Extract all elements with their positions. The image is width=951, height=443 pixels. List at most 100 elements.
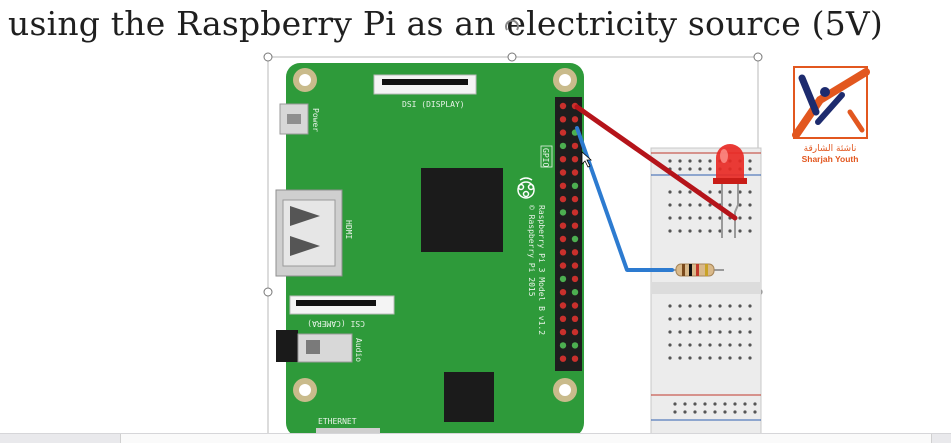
logo-arabic-text: ناشئة الشارقة (804, 144, 857, 154)
breadboard-hole (688, 317, 692, 321)
gpio-pin (571, 289, 579, 296)
breadboard-hole (668, 356, 672, 360)
bottom-scroll-area[interactable] (0, 433, 951, 443)
breadboard-hole (728, 330, 732, 334)
breadboard-hole (748, 356, 752, 360)
breadboard-hole (748, 216, 752, 220)
breadboard-hole (753, 410, 757, 414)
breadboard-hole (738, 203, 742, 207)
gpio-pin (559, 302, 567, 309)
breadboard-hole (743, 402, 747, 406)
resistor[interactable] (664, 263, 724, 277)
breadboard-hole (688, 343, 692, 347)
breadboard-hole (683, 402, 687, 406)
breadboard-hole (728, 190, 732, 194)
breadboard-hole (678, 356, 682, 360)
breadboard-hole (738, 190, 742, 194)
breadboard-hole (673, 402, 677, 406)
breadboard-hole (693, 410, 697, 414)
breadboard-hole (703, 410, 707, 414)
breadboard-hole (713, 410, 717, 414)
gpio-pin (559, 328, 567, 336)
sharjah-youth-logo: ناشئة الشارقة Sharjah Youth (792, 66, 870, 164)
gpio-pin (559, 142, 567, 150)
gpio-pin (571, 342, 579, 349)
breadboard-hole (678, 216, 682, 220)
breadboard-hole (678, 343, 682, 347)
breadboard-hole (753, 402, 757, 406)
ethernet-port (316, 428, 380, 437)
breadboard-hole (698, 159, 702, 163)
breadboard-hole (748, 167, 752, 171)
gpio-pin (559, 235, 567, 243)
csi-label: CSI (CAMERA) (307, 319, 365, 328)
breadboard-hole (723, 410, 727, 414)
breadboard-hole (678, 159, 682, 163)
breadboard-hole (728, 356, 732, 360)
breadboard-hole (668, 229, 672, 233)
breadboard-hole (728, 304, 732, 308)
breadboard-hole (688, 304, 692, 308)
rotate-handle-icon (505, 19, 519, 31)
gpio-pin (571, 275, 579, 283)
gpio-pin (559, 169, 567, 176)
gpio-pin (559, 209, 567, 216)
breadboard-hole (743, 410, 747, 414)
breadboard-hole (723, 402, 727, 406)
breadboard-hole (668, 343, 672, 347)
raspberry-pi-board: Power HDMI DSI (DISPLAY) CSI (CAMERA) Au… (275, 63, 584, 437)
breadboard-hole (738, 216, 742, 220)
breadboard-hole (738, 229, 742, 233)
soc-chip (421, 168, 503, 252)
blue-wire[interactable] (575, 126, 674, 272)
red-wire[interactable] (574, 104, 738, 221)
breadboard-hole (668, 317, 672, 321)
breadboard-hole (748, 330, 752, 334)
gpio-pin (571, 222, 579, 229)
gpio-pin (559, 289, 567, 296)
gpio-pin (559, 182, 567, 189)
breadboard-hole (668, 216, 672, 220)
breadboard-hole (738, 304, 742, 308)
breadboard-hole (708, 203, 712, 207)
breadboard-hole (728, 317, 732, 321)
breadboard-hole (748, 190, 752, 194)
breadboard-hole (718, 317, 722, 321)
breadboard-hole (688, 229, 692, 233)
gpio-label: GPIO (541, 148, 550, 167)
gpio-pin (559, 156, 567, 163)
gpio-pin (559, 342, 567, 349)
gpio-header (555, 97, 582, 371)
breadboard-hole (708, 216, 712, 220)
gpio-pin (559, 355, 567, 362)
breadboard-hole (688, 216, 692, 220)
audio-label: Audio (354, 338, 363, 362)
breadboard-hole (698, 343, 702, 347)
gpio-pin (559, 262, 567, 269)
breadboard-hole (748, 159, 752, 163)
breadboard-hole (748, 229, 752, 233)
gpio-pin (571, 195, 579, 203)
breadboard-hole (748, 343, 752, 347)
breadboard-hole (688, 330, 692, 334)
breadboard-hole (738, 317, 742, 321)
dsi-connector (373, 74, 477, 95)
breadboard-hole (693, 402, 697, 406)
notes-pane[interactable] (120, 434, 932, 443)
breadboard-hole (718, 356, 722, 360)
model-label: Raspberry Pi 3 Model B v1.2 (537, 205, 546, 335)
gpio-pin (571, 249, 579, 256)
mouse-cursor-icon (581, 151, 593, 168)
breadboard-hole (678, 317, 682, 321)
breadboard-hole (728, 343, 732, 347)
ethernet-label: ETHERNET (318, 417, 357, 426)
breadboard-hole (678, 203, 682, 207)
gpio-pin (559, 275, 567, 283)
breadboard-hole (748, 317, 752, 321)
gpio-pin (559, 315, 567, 322)
breadboard (650, 147, 762, 438)
gpio-pin (571, 142, 579, 150)
breadboard-hole (718, 216, 722, 220)
gpio-pin (571, 156, 579, 163)
